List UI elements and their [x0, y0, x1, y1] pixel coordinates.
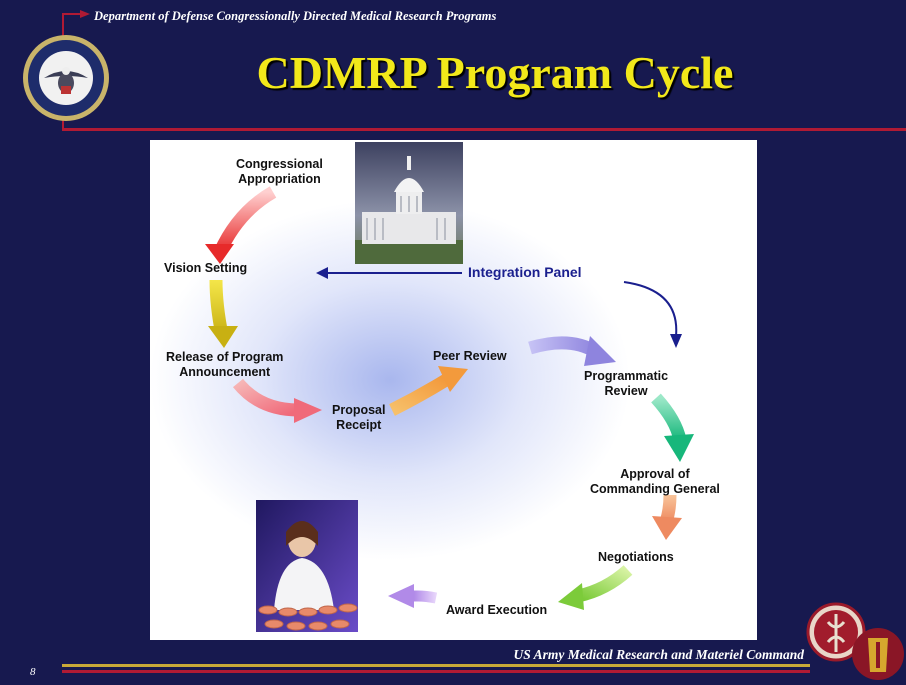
integration-panel-label: Integration Panel: [468, 264, 582, 280]
step-proposal-receipt: Proposal Receipt: [332, 403, 386, 433]
usamrmc-logos-icon: [806, 602, 904, 680]
page-number: 8: [30, 666, 36, 678]
arrow-head-lightgreen: [558, 583, 584, 610]
header-arrow-icon: [80, 10, 90, 18]
header-rule-horizontal: [62, 128, 906, 131]
arrow-head-red: [205, 244, 234, 264]
arrow-head-green: [664, 434, 694, 462]
step-line: Congressional: [236, 157, 323, 171]
header-rule-stub: [62, 13, 84, 15]
arrow-head-lavender: [388, 584, 414, 608]
step-vision-setting: Vision Setting: [164, 261, 248, 275]
cycle-diagram: Congressional Appropriation Vision Setti…: [150, 140, 757, 640]
footer-rule-gold: [62, 664, 810, 667]
step-negotiations: Negotiations: [598, 550, 674, 564]
step-congressional-appropriation: Congressional Appropriation: [236, 157, 323, 187]
step-line: Release of Program: [166, 350, 284, 364]
arrow-receipt-to-peer: [389, 374, 450, 416]
arrow-head-pink: [294, 398, 322, 423]
step-line: Receipt: [336, 418, 382, 432]
step-line: Review: [604, 384, 648, 398]
capitol-image: [355, 142, 463, 264]
arrow-negotiations-to-award: [576, 565, 633, 603]
step-release-announcement: Release of Program Announcement: [166, 350, 283, 380]
arrow-programmatic-to-approval: [651, 393, 687, 442]
dod-seal-icon: [23, 35, 109, 121]
step-line: Proposal: [332, 403, 386, 417]
step-award-execution: Award Execution: [446, 603, 548, 617]
step-programmatic-review: Programmatic Review: [584, 369, 668, 399]
integration-arrow-right: [623, 281, 678, 337]
step-line: Appropriation: [238, 172, 321, 186]
org-line: Department of Defense Congressionally Di…: [94, 9, 497, 23]
arrow-award-to-start: [414, 590, 438, 604]
footer-command: US Army Medical Research and Materiel Co…: [513, 647, 804, 662]
arrow-head-orange: [438, 366, 468, 392]
scientist-image: [256, 500, 358, 632]
arrow-head-purple: [584, 336, 616, 366]
background-glow: [150, 200, 630, 560]
step-line: Announcement: [179, 365, 271, 379]
page-title: CDMRP Program Cycle: [256, 47, 734, 98]
step-peer-review: Peer Review: [433, 349, 507, 363]
arrow-release-to-receipt: [232, 378, 299, 417]
arrow-head-salmon: [652, 516, 682, 540]
step-line: Programmatic: [584, 369, 669, 383]
step-approval-commanding-general: Approval of Commanding General: [590, 467, 720, 497]
step-line: Approval of: [620, 467, 690, 481]
integration-arrowhead-left: [316, 267, 328, 279]
diagram-graphics: [150, 142, 694, 632]
footer-rule-red: [62, 670, 810, 673]
arrow-head-yellow: [208, 326, 238, 348]
step-line: Commanding General: [590, 482, 720, 496]
integration-arrowhead-right: [670, 334, 682, 348]
